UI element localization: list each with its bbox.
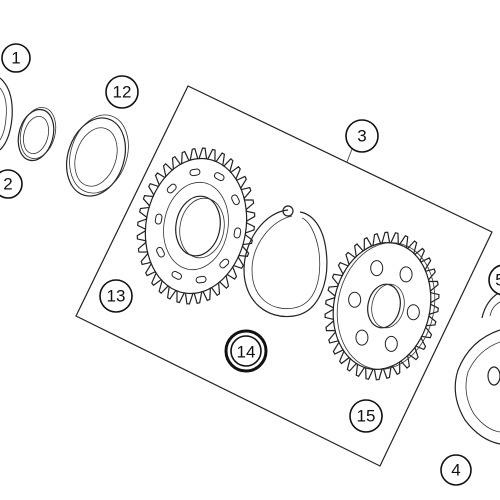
gear-hole [195, 275, 207, 284]
gear-hole [213, 172, 225, 182]
callout-12[interactable]: 12 [105, 75, 139, 109]
gear-hole [370, 260, 384, 277]
callout-5-label: 5 [495, 271, 500, 290]
callout-15[interactable]: 15 [349, 399, 383, 433]
gear-hole [399, 266, 413, 283]
gear-hole [348, 291, 362, 308]
leader-line-3 [346, 148, 353, 163]
gear-hole [156, 246, 165, 258]
gear-hole [189, 168, 201, 177]
part-4-housing [454, 329, 500, 445]
callout-14[interactable]: 14 [224, 329, 268, 373]
callout-3[interactable]: 3 [345, 119, 379, 153]
callout-12-label: 12 [113, 83, 132, 102]
callout-4[interactable]: 4 [440, 454, 472, 486]
gear-hole [384, 335, 398, 352]
callout-5[interactable]: 5 [488, 264, 500, 296]
callout-15-label: 15 [357, 407, 376, 426]
part-1-washer [0, 77, 13, 151]
gear-hole [219, 258, 230, 269]
callout-13-label: 13 [107, 287, 126, 306]
gear-hole [355, 329, 369, 346]
gear-hole [166, 183, 177, 194]
assembly-frame [75, 85, 493, 467]
part-13-sprocket-gear [136, 147, 256, 305]
callout-13[interactable]: 13 [99, 279, 133, 313]
callout-2[interactable]: 2 [0, 169, 23, 199]
callout-4-label: 4 [451, 461, 460, 480]
gear-hole [231, 194, 240, 206]
part-15-gear [324, 231, 440, 381]
callout-14-label: 14 [237, 343, 256, 362]
callout-1[interactable]: 1 [1, 43, 31, 73]
gear-teeth [324, 231, 440, 381]
part-14-wire-circlip [243, 205, 328, 318]
part-2-washer [17, 107, 57, 162]
gear-hole [154, 213, 163, 225]
gear-hole [406, 304, 420, 321]
callout-1-label: 1 [11, 49, 20, 68]
callout-3-label: 3 [357, 127, 366, 146]
gear-hole [171, 270, 183, 280]
part-12-thrust-washer [66, 114, 129, 197]
gear-hole [233, 227, 242, 239]
callout-2-label: 2 [3, 175, 12, 194]
part-5-edge [481, 291, 500, 319]
